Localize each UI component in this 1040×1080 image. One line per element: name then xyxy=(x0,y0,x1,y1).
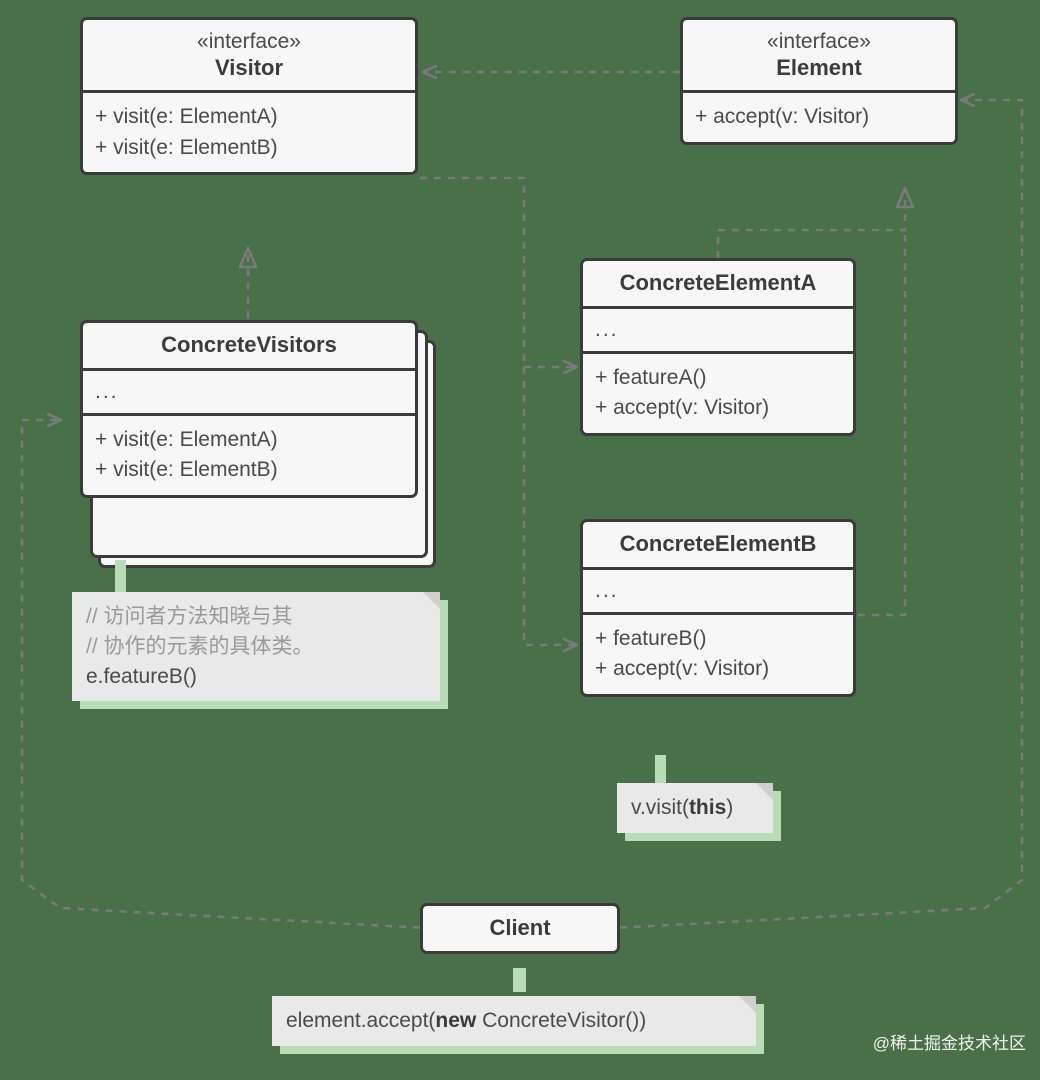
visitor-title-compartment: «interface» Visitor xyxy=(83,20,415,94)
note-client-code-prefix: element.accept( xyxy=(286,1009,436,1032)
note-client-code-suffix: ConcreteVisitor()) xyxy=(476,1009,647,1032)
class-box-concrete-element-a[interactable]: ConcreteElementA ... + featureA() + acce… xyxy=(580,258,856,436)
element-methods-compartment: + accept(v: Visitor) xyxy=(683,93,955,141)
class-box-concrete-visitors[interactable]: ConcreteVisitors ... + visit(e: ElementA… xyxy=(80,320,418,498)
element-title-compartment: «interface» Element xyxy=(683,20,955,94)
elementB-method-0: + featureB() xyxy=(595,626,707,650)
watermark: @稀土掘金技术社区 xyxy=(872,1034,1026,1053)
class-box-visitor[interactable]: «interface» Visitor + visit(e: ElementA)… xyxy=(80,17,418,176)
note-client-code: element.accept(new ConcreteVisitor()) xyxy=(286,1006,742,1036)
realize-elementA-element xyxy=(716,186,915,258)
concretevisitors-methods-compartment: + visit(e: ElementA) + visit(e: ElementB… xyxy=(83,416,415,495)
class-box-client[interactable]: Client xyxy=(420,903,620,954)
elementB-class-name: ConcreteElementB xyxy=(619,531,817,556)
visitor-stereotype: «interface» xyxy=(197,30,301,53)
concretevisitors-method-1: + visit(e: ElementB) xyxy=(95,458,278,482)
concretevisitors-class-name: ConcreteVisitors xyxy=(161,332,337,357)
visitor-class-name: Visitor xyxy=(214,54,284,80)
element-stereotype: «interface» xyxy=(767,30,871,53)
note-elementB-code: v.visit(this) xyxy=(631,793,759,823)
elementB-fields: ... xyxy=(595,578,619,602)
elementB-title-compartment: ConcreteElementB xyxy=(583,522,853,570)
note-fold-icon xyxy=(756,783,773,800)
note-elementB-code-suffix: ) xyxy=(726,796,734,819)
dep-visitor-to-elementB xyxy=(522,367,576,645)
elementA-methods-compartment: + featureA() + accept(v: Visitor) xyxy=(583,354,853,433)
note-elementB-code-prefix: v.visit( xyxy=(631,796,689,819)
elementA-title-compartment: ConcreteElementA xyxy=(583,261,853,309)
visitor-method-1: + visit(e: ElementB) xyxy=(95,135,278,159)
visitor-methods-compartment: + visit(e: ElementA) + visit(e: ElementB… xyxy=(83,93,415,172)
elementA-class-name: ConcreteElementA xyxy=(619,270,817,295)
elementA-fields-compartment: ... xyxy=(583,309,853,354)
client-title-compartment: Client xyxy=(423,906,617,951)
client-class-name: Client xyxy=(489,915,551,940)
class-box-concrete-element-b[interactable]: ConcreteElementB ... + featureB() + acce… xyxy=(580,519,856,697)
elementA-fields: ... xyxy=(595,317,619,341)
note-visitor-code: e.featureB() xyxy=(86,664,197,688)
elementB-methods-compartment: + featureB() + accept(v: Visitor) xyxy=(583,615,853,694)
dep-client-to-element xyxy=(577,100,1024,932)
dep-visitor-trunk xyxy=(420,176,526,367)
note-client-usage: element.accept(new ConcreteVisitor()) xyxy=(272,996,756,1046)
elementA-method-0: + featureA() xyxy=(595,365,707,389)
note-stub-client xyxy=(513,968,526,992)
elementA-method-1: + accept(v: Visitor) xyxy=(595,396,770,420)
note-client-code-bold: new xyxy=(435,1009,477,1032)
note-stub-visitor xyxy=(115,560,126,592)
element-class-name: Element xyxy=(776,54,862,80)
dep-client-to-concretevisitors xyxy=(20,420,463,932)
note-stub-elementB xyxy=(655,755,666,783)
note-fold-icon xyxy=(739,996,756,1013)
concretevisitors-fields: ... xyxy=(95,379,119,403)
concretevisitors-method-0: + visit(e: ElementA) xyxy=(95,427,278,451)
concretevisitors-fields-compartment: ... xyxy=(83,371,415,416)
element-method-0: + accept(v: Visitor) xyxy=(695,105,870,129)
note-element-accept: v.visit(this) xyxy=(617,783,773,833)
note-visitor-line-1: // 访问者方法知晓与其 xyxy=(86,605,293,628)
visitor-method-0: + visit(e: ElementA) xyxy=(95,105,278,129)
class-box-element[interactable]: «interface» Element + accept(v: Visitor) xyxy=(680,17,958,145)
concretevisitors-title-compartment: ConcreteVisitors xyxy=(83,323,415,371)
note-visitor-comment: // 访问者方法知晓与其 // 协作的元素的具体类。 e.featureB() xyxy=(72,592,440,702)
note-elementB-code-bold: this xyxy=(688,796,727,819)
elementB-fields-compartment: ... xyxy=(583,570,853,615)
realize-elementB-element xyxy=(858,230,907,617)
note-visitor-line-2: // 协作的元素的具体类。 xyxy=(86,634,314,658)
elementB-method-1: + accept(v: Visitor) xyxy=(595,657,770,681)
note-fold-icon xyxy=(423,592,440,609)
